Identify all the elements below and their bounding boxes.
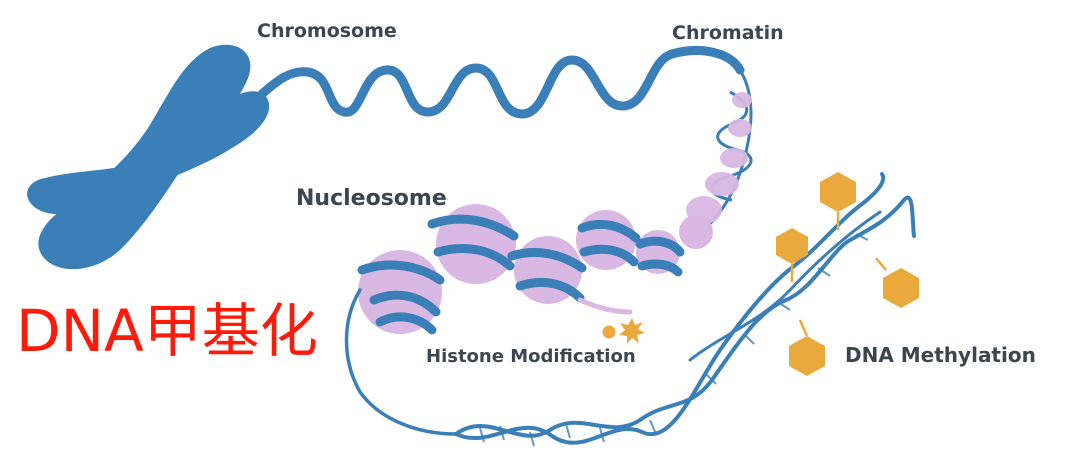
histone-modification-label: Histone Modification xyxy=(426,346,636,367)
dna-methylation-label: DNA Methylation xyxy=(845,343,1036,367)
chromatin-label: Chromatin xyxy=(672,22,784,44)
methyl-hexagon xyxy=(820,172,856,212)
chromatin-beads xyxy=(686,92,752,224)
methyl-hexagon xyxy=(883,268,919,308)
chromosome-label: Chromosome xyxy=(257,20,397,42)
nucleosome-label: Nucleosome xyxy=(296,186,447,211)
histone-modification-marker xyxy=(577,297,645,344)
nucleosome-dna-wraps xyxy=(357,214,685,335)
overlay-title: DNA甲基化 xyxy=(16,297,318,365)
chromatin-fiber xyxy=(257,46,745,119)
methyl-hexagon xyxy=(789,336,825,376)
linker-dna xyxy=(344,288,458,436)
methyl-stems xyxy=(790,212,887,337)
dna-double-helix xyxy=(454,172,916,445)
dna-base-pairs xyxy=(479,233,869,447)
chromosome-shape xyxy=(27,44,270,270)
methyl-groups xyxy=(776,172,919,376)
methyl-hexagon xyxy=(776,228,808,264)
